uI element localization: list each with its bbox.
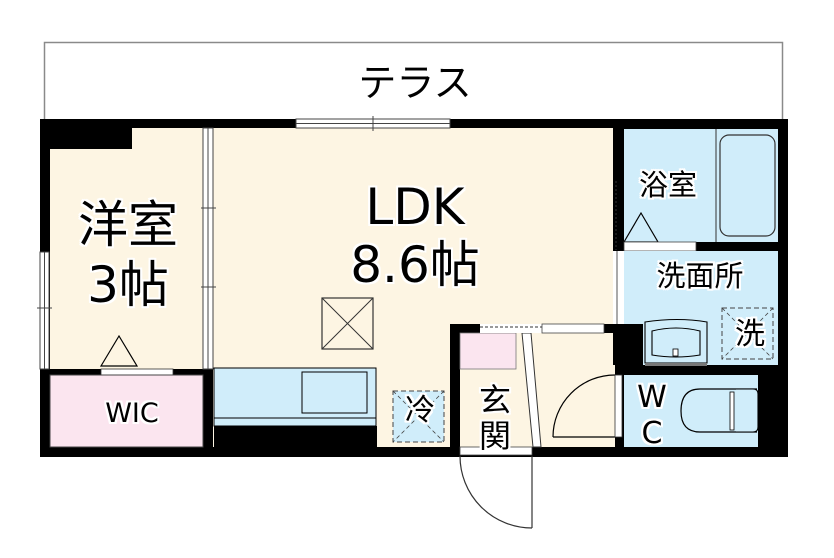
western-room-size: 3帖 [87, 256, 169, 314]
window-terrace [295, 116, 451, 131]
front-door[interactable] [459, 446, 533, 529]
kitchen-counter [213, 367, 377, 447]
wic-floor [49, 374, 204, 448]
window-western-room [37, 251, 52, 370]
ldk-size: 8.6帖 [350, 236, 480, 294]
western-room-name: 洋室 [78, 196, 178, 254]
western-room-label: 洋室 3帖 [58, 195, 198, 315]
bathtub [715, 129, 776, 242]
washing-machine-space [721, 307, 774, 360]
wic-label: WIC [105, 398, 159, 429]
entrance-label: 玄 関 [470, 382, 520, 454]
terrace [43, 41, 784, 124]
toilet [680, 388, 759, 433]
ldk-label: LDK 8.6帖 [330, 178, 500, 294]
entrance-label-line2: 関 [478, 417, 511, 455]
bathroom-label: 浴室 [638, 168, 697, 202]
inner-door[interactable] [552, 374, 623, 438]
refrigerator-space [392, 390, 445, 443]
terrace-label: テラス [358, 61, 472, 105]
sliding-door-western-room[interactable] [201, 127, 216, 370]
western-room-floor [50, 128, 203, 369]
entrance-top-opening [480, 323, 605, 334]
wc-label-line2: C [641, 416, 663, 451]
wc-label-line1: W [637, 380, 667, 415]
refrigerator-label: 冷 [405, 393, 435, 428]
shoe-cabinet [459, 332, 517, 370]
washing-machine-label: 洗 [735, 317, 765, 352]
ventilation-square [321, 297, 374, 350]
sink [301, 371, 368, 414]
washbasin [644, 318, 708, 366]
washroom-label: 洗面所 [656, 259, 744, 293]
wc-label: W C [632, 380, 672, 452]
ldk-name: LDK [365, 178, 465, 236]
entrance-label-line1: 玄 [478, 381, 511, 419]
